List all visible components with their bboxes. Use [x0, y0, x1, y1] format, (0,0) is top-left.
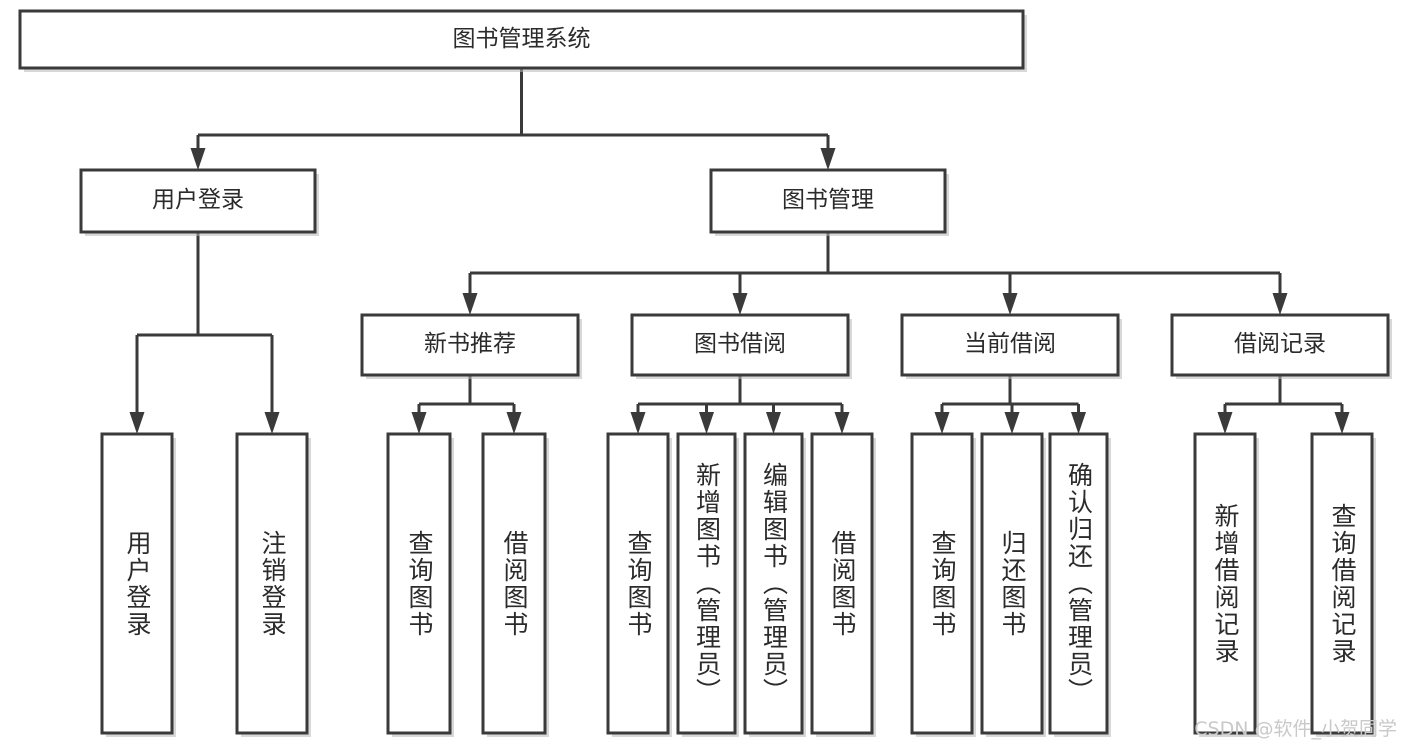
node-box-leaf-user-logout[interactable]	[235, 432, 309, 735]
connector-group	[462, 232, 1288, 315]
node-box-leaf-borrow-edit[interactable]	[743, 432, 804, 735]
connector-group	[411, 375, 522, 434]
node-box-leaf-rec-add[interactable]	[1193, 432, 1257, 735]
node-box-leaf-borrow-lend[interactable]	[810, 432, 874, 735]
node-box-root[interactable]	[18, 9, 1025, 70]
node-box-new-book-rec[interactable]	[360, 313, 580, 377]
node-box-leaf-rec-query[interactable]	[386, 432, 452, 735]
node-box-user-login[interactable]	[79, 168, 317, 234]
node-box-leaf-user-login[interactable]	[100, 432, 174, 735]
connector-group	[190, 68, 836, 170]
node-box-leaf-borrow-add[interactable]	[676, 432, 737, 735]
connector-group	[1217, 375, 1350, 434]
node-box-leaf-rec-query2[interactable]	[1310, 432, 1374, 735]
node-box-leaf-rec-borrow[interactable]	[481, 432, 547, 735]
node-box-current-borrow[interactable]	[900, 313, 1120, 377]
node-box-leaf-borrow-query[interactable]	[606, 432, 670, 735]
connector-group	[934, 375, 1086, 434]
connector-group	[630, 375, 850, 434]
node-box-book-borrow[interactable]	[630, 313, 850, 377]
node-box-leaf-cur-query[interactable]	[910, 432, 974, 735]
watermark-text: CSDN @软件_小贺同学	[1194, 718, 1397, 740]
node-box-borrow-record[interactable]	[1170, 313, 1390, 377]
node-box-leaf-cur-confirm[interactable]	[1048, 432, 1109, 735]
node-box-book-manage[interactable]	[709, 168, 947, 234]
connector-group	[129, 232, 280, 434]
node-box-leaf-cur-return[interactable]	[980, 432, 1044, 735]
